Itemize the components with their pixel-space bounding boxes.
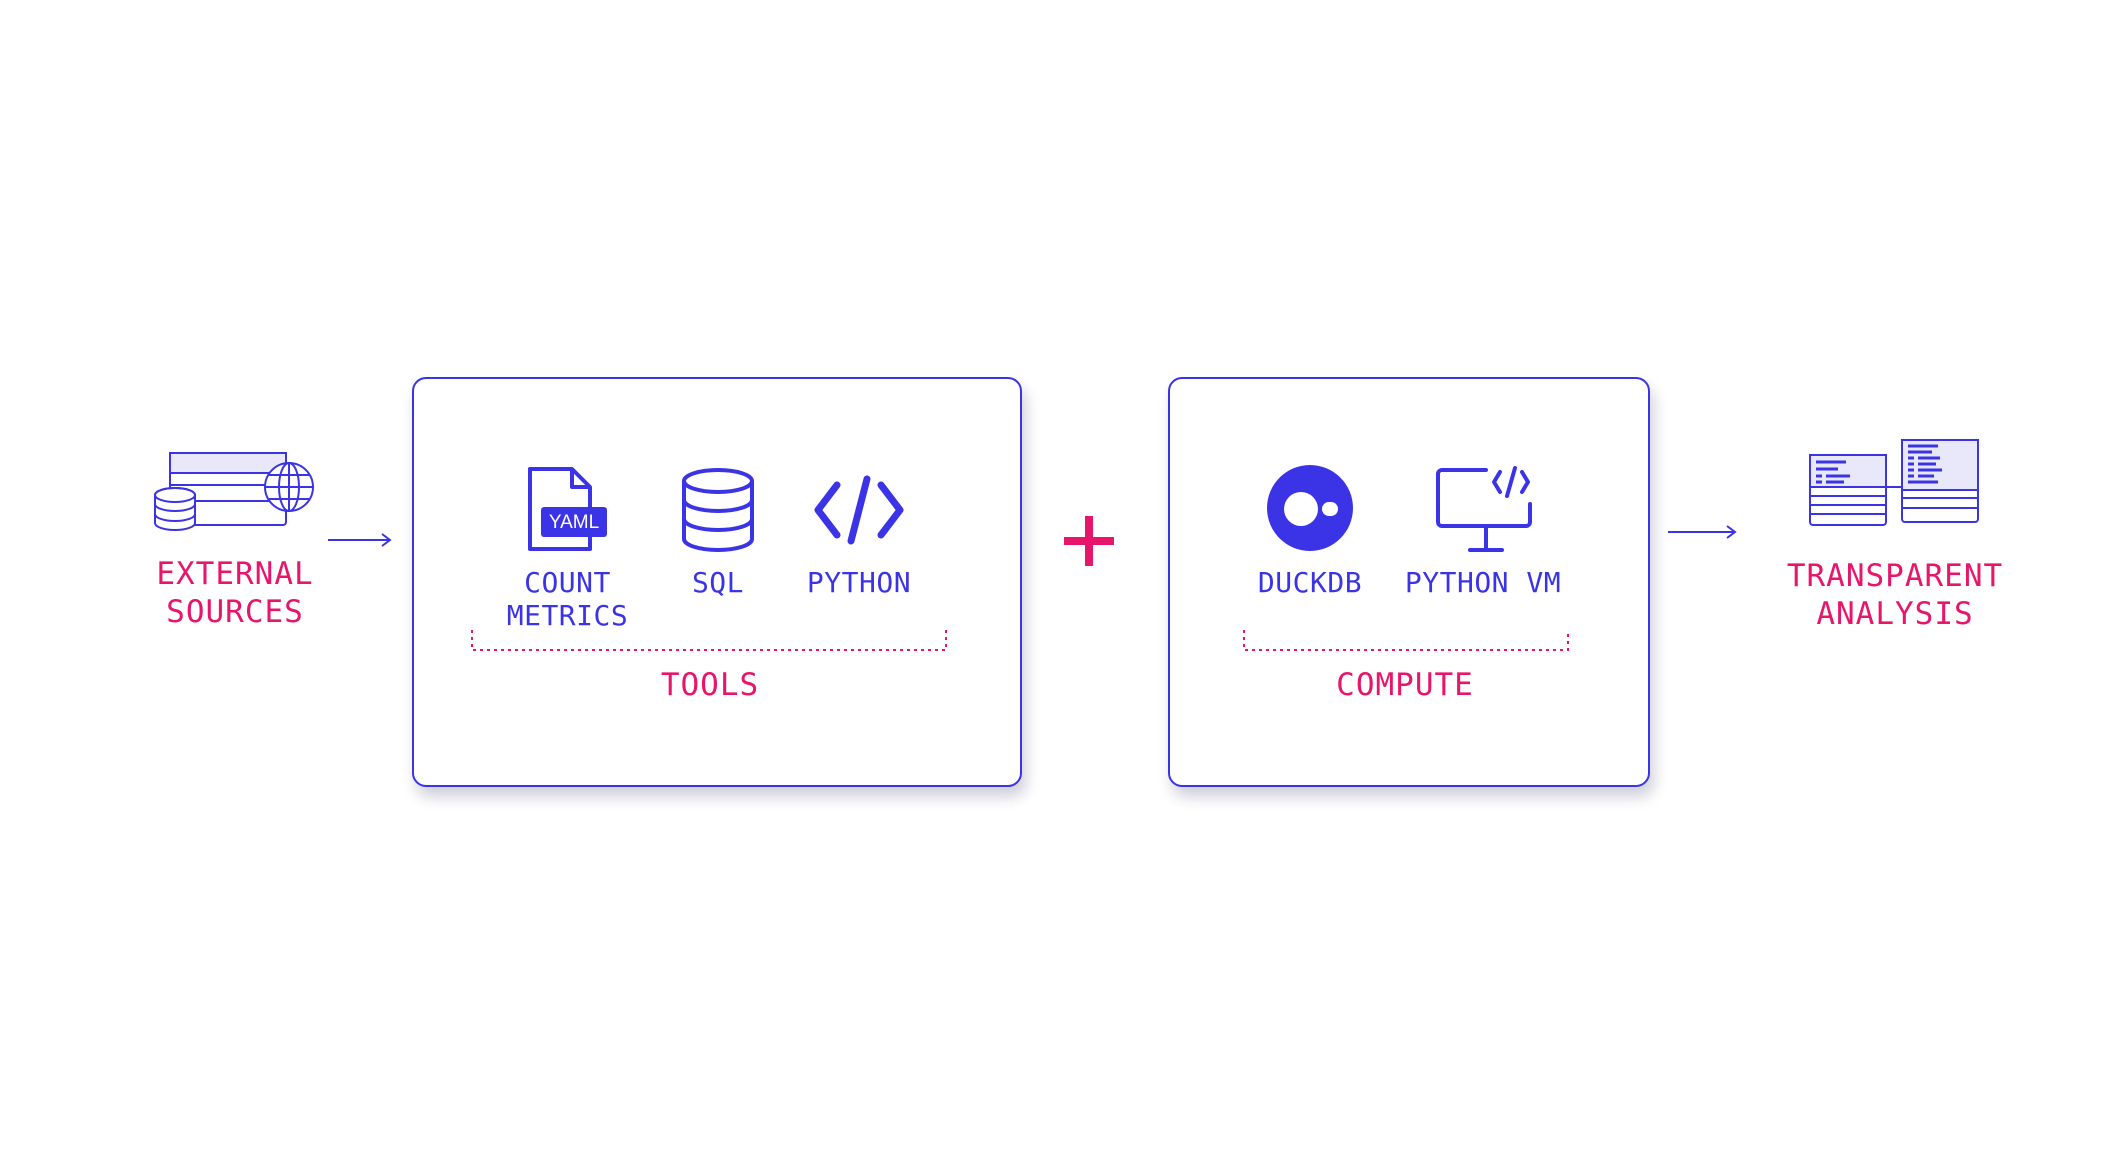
compute-group-label: COMPUTE — [1336, 667, 1474, 703]
yaml-file-icon: YAML — [528, 467, 607, 551]
plus-operator — [1064, 516, 1114, 566]
database-icon — [682, 468, 754, 552]
database-globe-icon — [154, 452, 314, 531]
duckdb-logo-icon — [1267, 465, 1353, 551]
compute-python-vm-label: PYTHON VM — [1404, 566, 1562, 599]
arrow-right-icon — [328, 533, 392, 547]
code-brackets-icon — [814, 475, 904, 545]
tool-count-metrics-label: COUNT METRICS — [506, 566, 629, 632]
external-sources-label: EXTERNAL SOURCES — [156, 556, 314, 630]
compute-duckdb-label: DUCKDB — [1257, 566, 1363, 599]
tool-python-label: PYTHON — [806, 566, 912, 599]
arrow-right-icon — [1668, 525, 1737, 539]
yaml-badge: YAML — [549, 512, 599, 533]
tools-bracket — [471, 630, 947, 651]
compute-panel — [1168, 377, 1650, 787]
compute-bracket — [1243, 630, 1569, 651]
tools-group-label: TOOLS — [660, 667, 760, 703]
tools-panel — [412, 377, 1022, 787]
documents-icon — [1809, 439, 1979, 526]
tool-sql-label: SQL — [691, 566, 745, 599]
monitor-code-icon — [1436, 466, 1532, 552]
transparent-analysis-label: TRANSPARENT ANALYSIS — [1786, 558, 2004, 632]
